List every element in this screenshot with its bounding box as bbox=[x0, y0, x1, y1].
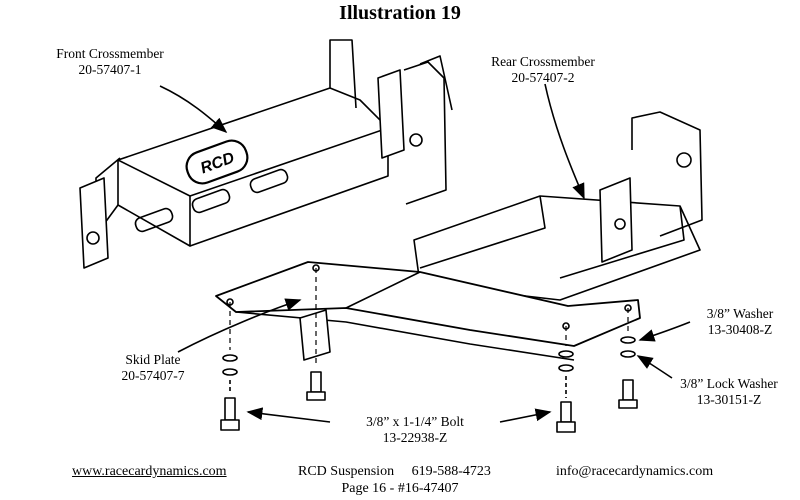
bolt-leader-right bbox=[499, 408, 552, 423]
hardware-stack-4 bbox=[618, 336, 638, 409]
hardware-stack-3 bbox=[556, 350, 576, 433]
company-phone: RCD Suspension 619-588-4723 bbox=[298, 464, 491, 479]
skid-plate-outline bbox=[215, 261, 641, 347]
page-number: Page 16 - #16-47407 bbox=[341, 481, 459, 496]
rear-crossmember-leader bbox=[544, 83, 585, 200]
hardware-stack-1 bbox=[220, 354, 240, 431]
page-title: Illustration 19 bbox=[339, 2, 461, 24]
lock-washer-label: 3/8” Lock Washer 13-30151-Z bbox=[680, 376, 778, 407]
bolt-leader-left bbox=[246, 407, 331, 423]
email-link[interactable]: info@racecardynamics.com bbox=[556, 464, 714, 479]
rear-crossmember-label: Rear Crossmember 20-57407-2 bbox=[491, 54, 595, 85]
lock-washer-leader bbox=[636, 355, 673, 379]
skid-plate-label: Skid Plate 20-57407-7 bbox=[121, 352, 185, 383]
washer-label: 3/8” Washer 13-30408-Z bbox=[706, 306, 774, 337]
front-crossmember-label: Front Crossmember 20-57407-1 bbox=[56, 46, 164, 77]
front-crossmember-face bbox=[117, 87, 389, 197]
bolt-label: 3/8” x 1-1/4” Bolt 13-22938-Z bbox=[366, 414, 464, 445]
skid-plate-leader bbox=[177, 298, 302, 353]
front-crossmember-leader bbox=[159, 85, 228, 134]
washer-leader bbox=[638, 321, 691, 342]
website-link[interactable]: www.racecardynamics.com bbox=[72, 464, 227, 479]
hardware-stack-2 bbox=[306, 371, 326, 401]
